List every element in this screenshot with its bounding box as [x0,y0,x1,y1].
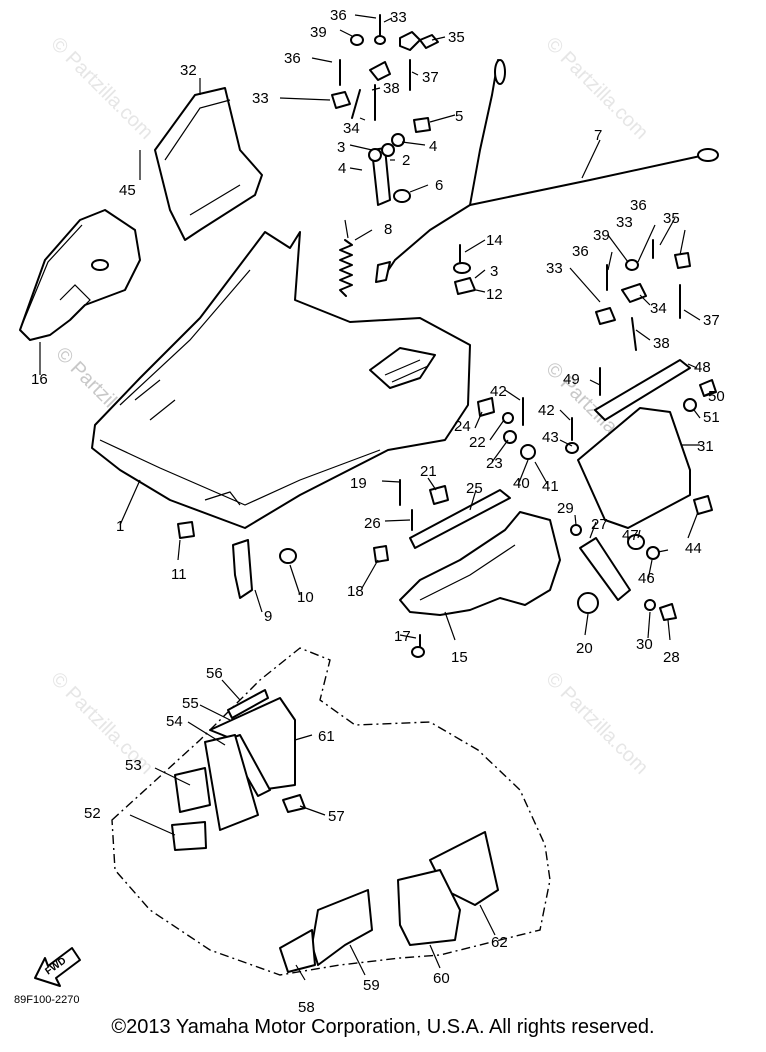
callout: 30 [636,636,653,653]
callout: 32 [180,62,197,79]
callout: 39 [310,24,327,41]
callout: 47 [622,527,639,544]
drawing-code: 89F100-2270 [14,994,79,1006]
front-cowl [91,231,471,529]
callout: 52 [84,805,101,822]
watermark: © Partzilla.com [46,33,157,144]
copyright-notice: ©2013 Yamaha Motor Corporation, U.S.A. A… [111,1016,655,1038]
callout: 4 [338,160,346,177]
callout: 22 [469,434,486,451]
callout: 34 [650,300,667,317]
callout: 62 [491,934,508,951]
small-parts-center [177,479,677,658]
callout: 43 [542,429,559,446]
callout: 39 [593,227,610,244]
callout: 24 [454,418,471,435]
callout: 42 [490,383,507,400]
callout: 37 [422,69,439,86]
callout: 3 [337,139,345,156]
callout: 1 [116,518,124,535]
callout: 14 [486,232,503,249]
under-cowl-15 [399,511,599,616]
callout: 56 [206,665,223,682]
callout: 54 [166,713,183,730]
callout: 29 [557,500,574,517]
fasteners-top [331,14,439,121]
callout: 58 [298,999,315,1016]
callout: 17 [394,628,411,645]
callout: 33 [616,214,633,231]
callout: 55 [182,695,199,712]
callout: 44 [685,540,702,557]
callout: 3 [490,263,498,280]
callout: 28 [663,649,680,666]
callout: 45 [119,182,136,199]
callout: 26 [364,515,381,532]
callout: 42 [538,402,555,419]
side-panel-31 [577,407,691,529]
inner-panels [171,689,499,973]
inner-panel-32 [154,87,263,241]
callout: 36 [630,197,647,214]
callout: 12 [486,286,503,303]
cable-7 [375,59,719,283]
fasteners-mid [453,239,691,351]
callout: 21 [420,463,437,480]
callout: 8 [384,221,392,238]
callout: 2 [402,152,410,169]
strip-48 [594,359,691,421]
callout: 6 [435,177,443,194]
watermark: © Partzilla.com [541,668,652,779]
callout: 51 [703,409,720,426]
callout: 36 [572,243,589,260]
callout: 33 [546,260,563,277]
spring-8 [339,239,353,297]
callout: 9 [264,608,272,625]
callout: 19 [350,475,367,492]
callout: 23 [486,455,503,472]
callout: 57 [328,808,345,825]
fwd-arrow-icon: FWD [34,947,81,987]
callout: 38 [653,335,670,352]
strip-25 [409,489,511,549]
strip-27 [579,537,631,601]
callout: 31 [697,438,714,455]
callout: 35 [663,210,680,227]
callout: 10 [297,589,314,606]
callout: 27 [591,516,608,533]
callout: 53 [125,757,142,774]
callout: 11 [171,566,187,583]
callout: 49 [563,371,580,388]
lower-cowl-dashed [111,647,551,976]
callout-labels: 1 2 3 3 4 4 5 6 7 8 9 10 11 12 14 15 16 … [14,7,725,1016]
callout: 7 [594,127,602,144]
stay-bracket-2 [368,117,431,206]
callout: 61 [318,728,335,745]
callout: 46 [638,570,655,587]
callout: 41 [542,478,559,495]
callout: 48 [694,359,711,376]
callout: 40 [513,475,530,492]
callout: 36 [284,50,301,67]
callout: 37 [703,312,720,329]
callout: 36 [330,7,347,24]
callout: 60 [433,970,450,987]
callout: 35 [448,29,465,46]
callout: 33 [390,9,407,26]
callout: 18 [347,583,364,600]
callout: 50 [708,388,725,405]
callout: 34 [343,120,360,137]
callout: 4 [429,138,437,155]
callout: 59 [363,977,380,994]
callout: 5 [455,108,463,125]
side-cowl-left [19,209,141,341]
callout: 16 [31,371,48,388]
callout: 33 [252,90,269,107]
callout: 15 [451,649,468,666]
callout: 38 [383,80,400,97]
callout: 20 [576,640,593,657]
leader-lines [39,14,713,981]
callout: 25 [466,480,483,497]
